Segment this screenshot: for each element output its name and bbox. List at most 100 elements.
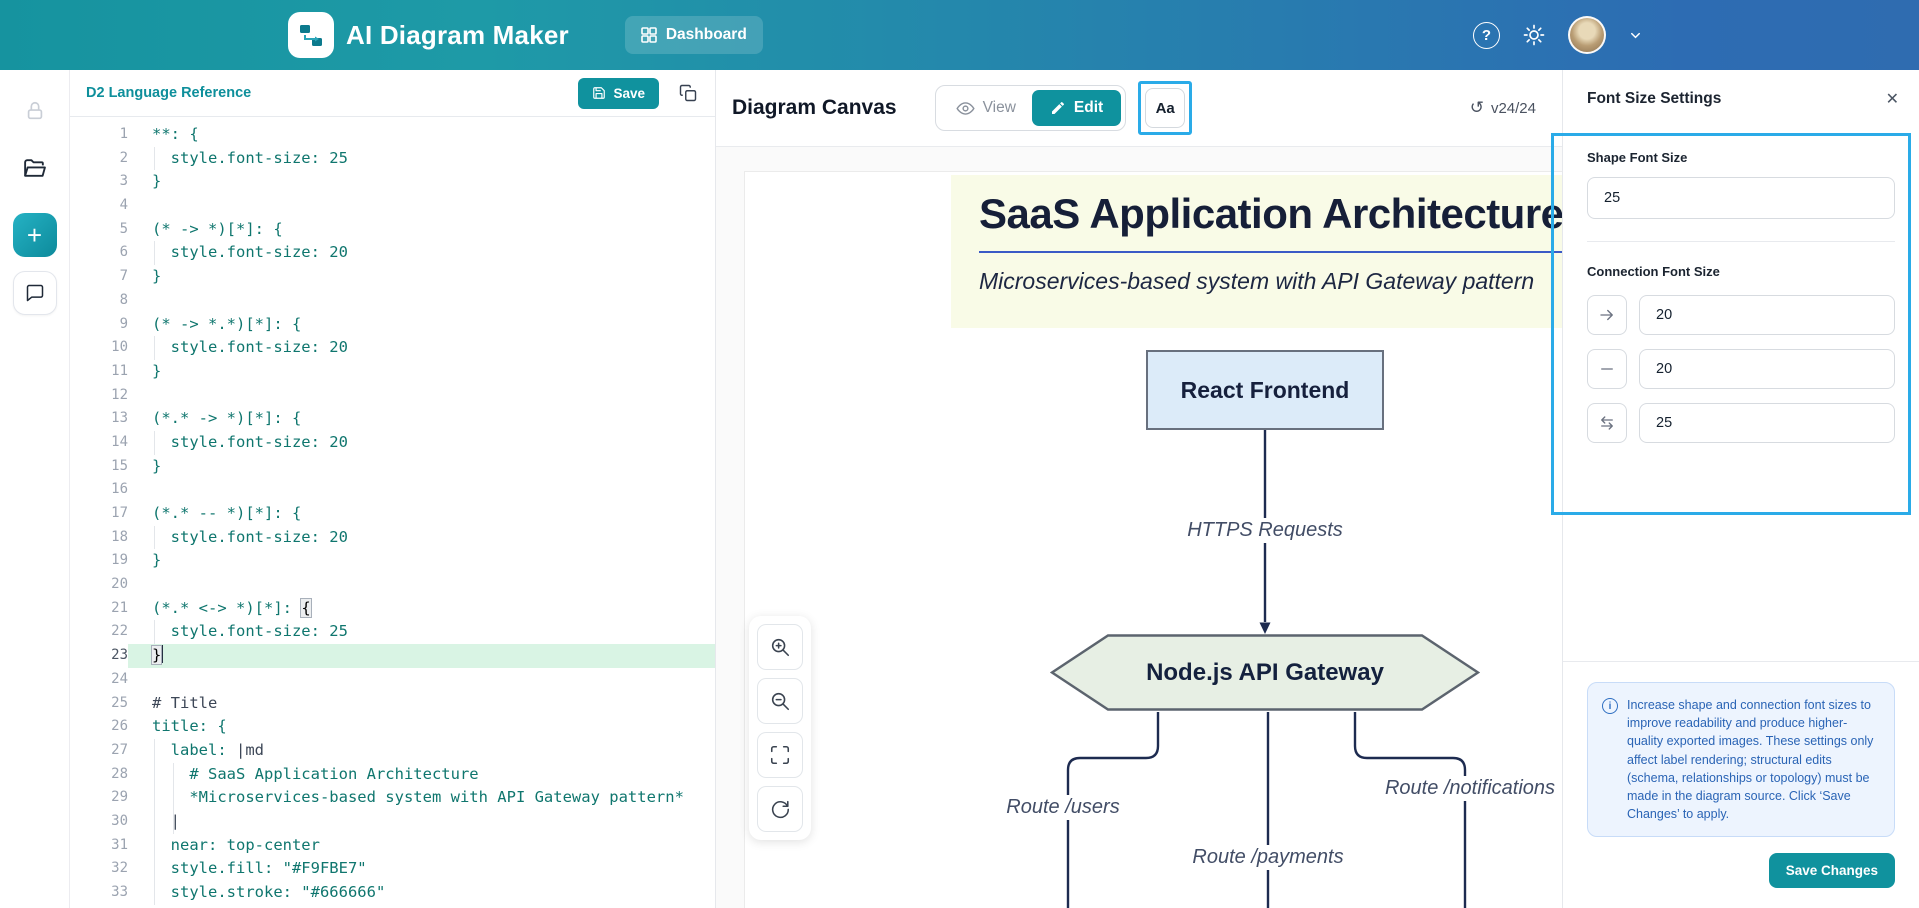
code-line[interactable]: 32 style.fill: "#F9FBE7" (70, 857, 715, 881)
code-line[interactable]: 9(* -> *.*)[*]: { (70, 313, 715, 337)
code-line[interactable]: 29 *Microservices-based system with API … (70, 786, 715, 810)
canvas-zoom-toolbar (749, 616, 811, 840)
code-line[interactable]: 33 style.stroke: "#666666" (70, 881, 715, 905)
code-line[interactable]: 21(*.* <-> *)[*]: { (70, 597, 715, 621)
line-number: 20 (111, 576, 128, 593)
code-line[interactable]: 14 style.font-size: 20 (70, 430, 715, 455)
view-edit-toggle: View Edit (934, 85, 1127, 131)
code-line[interactable]: 7} (70, 265, 715, 289)
help-icon: ? (1473, 21, 1500, 49)
code-line[interactable]: 18 style.font-size: 20 (70, 525, 715, 550)
zoom-out-icon (771, 692, 790, 711)
new-diagram-button[interactable]: + (12, 213, 57, 257)
code-line[interactable]: 17(*.* -- *)[*]: { (70, 502, 715, 526)
node-react-frontend[interactable]: React Frontend (1146, 350, 1384, 430)
dashboard-label: Dashboard (665, 26, 747, 43)
code-line[interactable]: 5(* -> *)[*]: { (70, 218, 715, 242)
projects-folder-button[interactable] (22, 156, 47, 181)
save-button[interactable]: Save (578, 77, 659, 109)
font-size-settings-button[interactable]: Aa (1145, 88, 1186, 128)
version-indicator[interactable]: ↺ v24/24 (1470, 98, 1536, 118)
user-avatar[interactable] (1568, 16, 1606, 54)
code-line[interactable]: 30 | (70, 809, 715, 834)
code-line[interactable]: 23} (70, 644, 715, 668)
code-line[interactable]: 27 label: |md (70, 738, 715, 763)
font-size-highlight-ring: Aa (1138, 81, 1193, 135)
code-line[interactable]: 15} (70, 455, 715, 479)
code-line[interactable]: 25# Title (70, 692, 715, 716)
code-line[interactable]: 28 # SaaS Application Architecture (70, 762, 715, 787)
minus-icon (1587, 349, 1627, 389)
code-line[interactable]: 24 (70, 668, 715, 692)
dashboard-button[interactable]: Dashboard (624, 16, 763, 54)
indent-guide (154, 336, 155, 360)
gateway-node-label: Node.js API Gateway (1146, 658, 1384, 686)
line-number: 4 (119, 197, 128, 214)
user-menu-chevron[interactable] (1628, 28, 1643, 43)
canvas-title: Diagram Canvas (732, 96, 897, 119)
edit-mode-button[interactable]: Edit (1031, 90, 1122, 126)
refresh-button[interactable] (757, 786, 803, 832)
help-button[interactable]: ? (1473, 21, 1500, 49)
code-line[interactable]: 10 style.font-size: 20 (70, 336, 715, 360)
code-line[interactable]: 3} (70, 170, 715, 194)
indent-guide (154, 762, 155, 787)
node-api-gateway[interactable]: Node.js API Gateway (1050, 633, 1480, 712)
editor-title: D2 Language Reference (86, 85, 252, 101)
connection-row-bidirectional (1587, 403, 1895, 443)
theme-toggle-button[interactable] (1522, 23, 1546, 47)
directed-connection-font-size-input[interactable] (1639, 295, 1895, 335)
code-line[interactable]: 20 (70, 573, 715, 597)
indent-guide (154, 809, 155, 834)
code-line[interactable]: 13(*.* -> *)[*]: { (70, 407, 715, 431)
code-line[interactable]: 2 style.font-size: 25 (70, 146, 715, 171)
code-line[interactable]: 16 (70, 478, 715, 502)
code-line[interactable]: 19} (70, 549, 715, 573)
view-mode-button[interactable]: View (940, 90, 1032, 126)
bidirectional-connection-font-size-input[interactable] (1639, 403, 1895, 443)
grid-icon (641, 27, 657, 43)
undirected-connection-font-size-input[interactable] (1639, 349, 1895, 389)
diagram-title-block: SaaS Application Architecture Microservi… (951, 175, 1562, 328)
zoom-out-button[interactable] (757, 678, 803, 724)
code-line[interactable]: 8 (70, 289, 715, 313)
indent-guide (173, 809, 174, 834)
pencil-icon (1051, 101, 1064, 114)
swap-arrows-icon (1587, 403, 1627, 443)
copy-code-button[interactable] (679, 84, 697, 102)
code-line[interactable]: 6 style.font-size: 20 (70, 241, 715, 266)
line-number: 1 (119, 126, 128, 142)
code-line[interactable]: 11} (70, 360, 715, 384)
edge-label-users: Route /users (996, 795, 1130, 820)
chat-button[interactable] (12, 271, 57, 315)
code-line[interactable]: 4 (70, 194, 715, 218)
shape-font-size-label: Shape Font Size (1587, 150, 1688, 165)
top-header: AI Diagram Maker Dashboard ? (0, 0, 1919, 70)
indent-guide (154, 241, 155, 266)
line-number: 24 (111, 670, 128, 687)
version-label: v24/24 (1490, 99, 1536, 117)
line-number: 28 (111, 765, 128, 782)
folder-open-icon (24, 159, 46, 177)
zoom-in-button[interactable] (757, 624, 803, 670)
code-line[interactable]: 12 (70, 384, 715, 408)
close-panel-button[interactable]: ✕ (1886, 89, 1899, 109)
line-number: 29 (111, 789, 128, 806)
code-line[interactable]: 22 style.font-size: 25 (70, 620, 715, 645)
save-changes-button[interactable]: Save Changes (1768, 853, 1895, 888)
close-icon: ✕ (1885, 91, 1899, 108)
diagram-canvas[interactable]: SaaS Application Architecture Microservi… (716, 147, 1562, 908)
fit-to-screen-button[interactable] (757, 732, 803, 778)
fit-screen-icon (770, 745, 790, 765)
app-logo-icon (288, 12, 334, 58)
code-line[interactable]: 1**: { (70, 123, 715, 147)
line-number: 30 (111, 812, 128, 829)
edge-label-https: HTTPS Requests (1177, 518, 1353, 543)
indent-guide (154, 430, 155, 455)
code-line[interactable]: 31 near: top-center (70, 833, 715, 858)
editor-header: D2 Language Reference Save (70, 70, 715, 117)
line-number: 13 (111, 410, 128, 427)
shape-font-size-input[interactable] (1587, 177, 1895, 219)
